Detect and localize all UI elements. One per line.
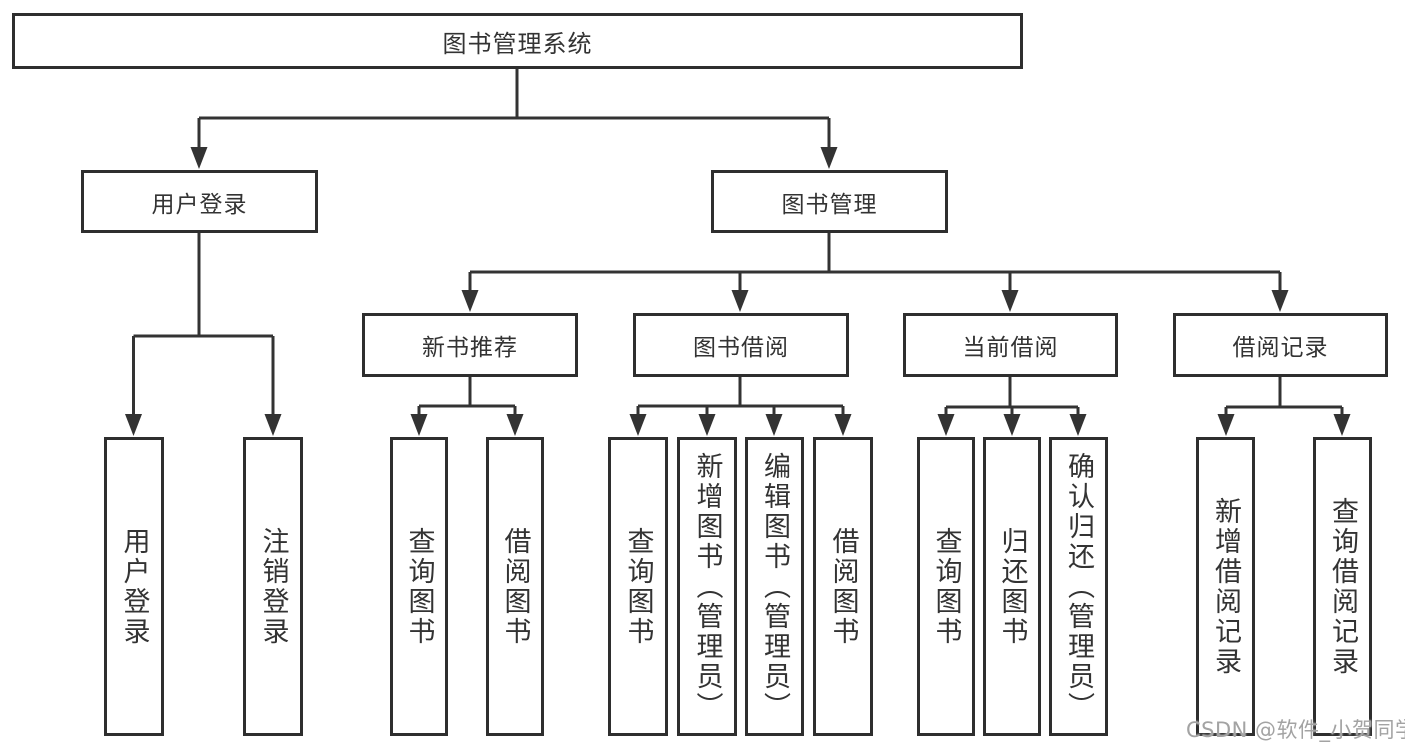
leaf-query-books-1: 查询图书: [390, 437, 448, 736]
node-book-borrow: 图书借阅: [633, 313, 849, 377]
leaf-query-books-3: 查询图书: [917, 437, 975, 736]
node-book-management: 图书管理: [711, 170, 948, 233]
node-new-book-recommend: 新书推荐: [362, 313, 578, 377]
leaf-borrow-books-1: 借阅图书: [486, 437, 544, 736]
leaf-add-borrow-record: 新增借阅记录: [1196, 437, 1255, 736]
node-current-borrow: 当前借阅: [903, 313, 1118, 377]
leaf-user-login: 用户登录: [104, 437, 164, 736]
leaf-borrow-books-2: 借阅图书: [813, 437, 873, 736]
leaf-return-books: 归还图书: [983, 437, 1041, 736]
node-user-login: 用户登录: [81, 170, 318, 233]
csdn-watermark: CSDN @软件_小贺同学: [1186, 718, 1405, 742]
leaf-add-books-admin: 新增图书（管理员）: [677, 437, 737, 736]
leaf-edit-books-admin: 编辑图书（管理员）: [745, 437, 804, 736]
leaf-query-books-2: 查询图书: [608, 437, 668, 736]
leaf-query-borrow-record: 查询借阅记录: [1313, 437, 1372, 736]
leaf-confirm-return-admin: 确认归还（管理员）: [1049, 437, 1108, 736]
leaf-logout: 注销登录: [243, 437, 303, 736]
node-library-management-system: 图书管理系统: [12, 13, 1023, 69]
node-borrow-records: 借阅记录: [1173, 313, 1388, 377]
